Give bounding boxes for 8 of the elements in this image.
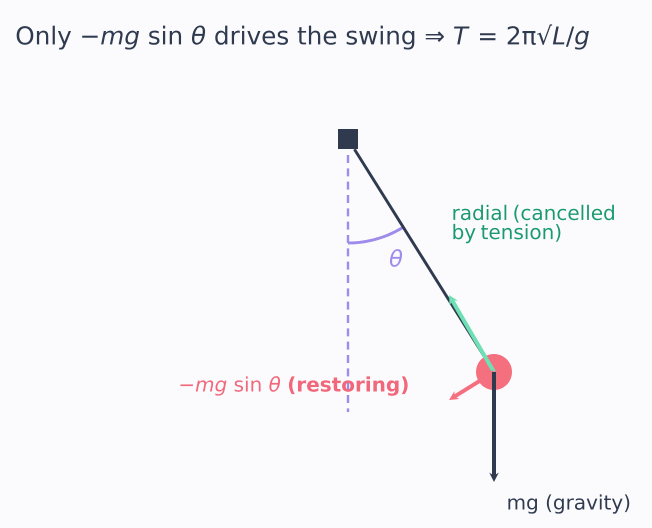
title: Only −mg sin θ drives the swing ⇒ T = 2π√L/g bbox=[16, 24, 589, 50]
pivot-block bbox=[338, 129, 358, 149]
force-label: mg (gravity) bbox=[508, 494, 630, 514]
force-label: −mg sin θ (restoring) bbox=[180, 376, 408, 396]
side-label: radial (cancelled by tension) bbox=[453, 204, 614, 244]
pendulum-bob bbox=[476, 354, 512, 390]
pendulum-rod bbox=[353, 148, 486, 358]
angle-label: θ bbox=[390, 249, 402, 267]
